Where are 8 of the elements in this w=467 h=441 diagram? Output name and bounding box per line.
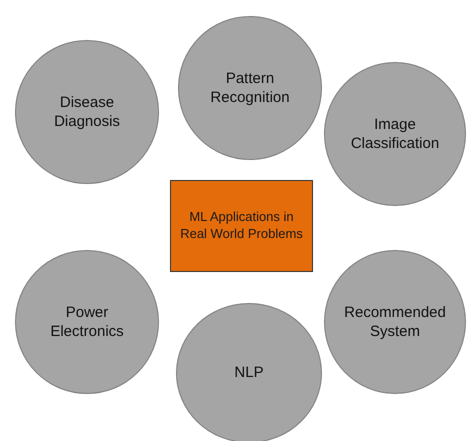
node-label: Power Electronics — [49, 302, 125, 342]
node-label: Image Classification — [350, 114, 440, 154]
node-label: Pattern Recognition — [209, 68, 291, 108]
node-label: ML Applications in Real World Problems — [179, 209, 304, 243]
process-box — [170, 180, 313, 272]
node-label: Recommended System — [343, 302, 447, 342]
node-label: Disease Diagnosis — [53, 92, 121, 132]
node-label: NLP — [233, 363, 265, 383]
